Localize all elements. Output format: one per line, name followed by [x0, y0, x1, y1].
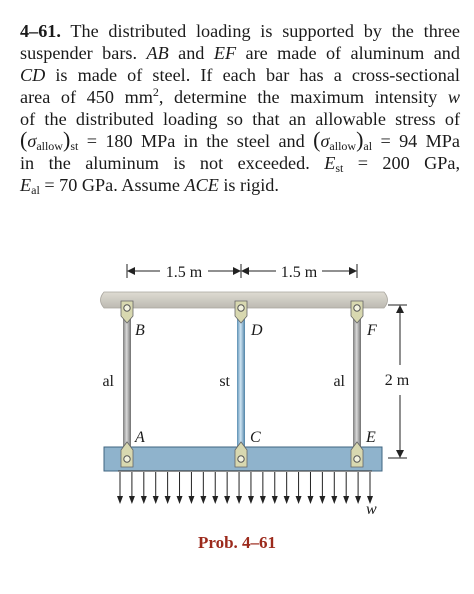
- problem-line-6: (σallow)st = 180 MPa in the steel and (σ…: [20, 127, 460, 153]
- vertical-dimension: 2 m: [385, 304, 410, 459]
- beam-clevis-A: [120, 441, 134, 468]
- load-arrow-head-icon: [224, 496, 231, 504]
- pin-F-icon: [353, 304, 361, 312]
- problem-statement: 4–61. The distributed loading is support…: [20, 20, 460, 196]
- dim-label-right: 1.5 m: [281, 264, 318, 281]
- dim-label-left: 1.5 m: [166, 264, 203, 281]
- problem-line-7: in the aluminum is not exceeded. Est = 2…: [20, 153, 460, 175]
- label-left-bar-material: al: [102, 373, 114, 390]
- label-B: B: [135, 322, 145, 339]
- load-arrow-head-icon: [236, 496, 243, 504]
- load-arrow-head-icon: [259, 496, 266, 504]
- beam-pin-E-icon: [353, 455, 361, 463]
- load-arrow-head-icon: [164, 496, 171, 504]
- label-load-w: w: [366, 501, 377, 518]
- load-arrow-head-icon: [212, 496, 219, 504]
- pin-D-icon: [237, 304, 245, 312]
- problem-line-2: suspender bars. AB and EF are made of al…: [20, 43, 460, 63]
- load-arrow-head-icon: [355, 496, 362, 504]
- label-F: F: [366, 322, 377, 339]
- bar-AB-rod: [123, 311, 131, 449]
- vdim-label: 2 m: [385, 372, 410, 389]
- load-arrow-head-icon: [331, 496, 338, 504]
- load-arrow-head-icon: [319, 496, 326, 504]
- label-C: C: [250, 429, 261, 446]
- clevis-F: [350, 300, 364, 324]
- label-D: D: [250, 322, 263, 339]
- load-arrow-head-icon: [200, 496, 207, 504]
- ceiling-support: [100, 291, 388, 309]
- bar-CD-rod: [237, 311, 245, 449]
- clevis-D: [234, 300, 248, 324]
- load-arrow-head-icon: [117, 496, 123, 504]
- beam-clevis-E: [350, 441, 364, 468]
- label-A: A: [134, 429, 145, 446]
- load-arrow-head-icon: [367, 496, 373, 504]
- distributed-load: [117, 470, 373, 504]
- label-E: E: [365, 429, 376, 446]
- pin-B-icon: [123, 304, 131, 312]
- problem-line-5: of the distributed loading so that an al…: [20, 109, 460, 129]
- beam-pin-A-icon: [123, 455, 131, 463]
- label-middle-bar-material: st: [219, 373, 230, 390]
- problem-line-1: 4–61. The distributed loading is support…: [20, 21, 461, 41]
- load-arrow-head-icon: [176, 496, 183, 504]
- load-arrow-head-icon: [295, 496, 302, 504]
- load-arrow-head-icon: [140, 496, 147, 504]
- problem-line-3: CD is made of steel. If each bar has a c…: [20, 65, 460, 85]
- clevis-B: [120, 300, 134, 324]
- load-arrow-head-icon: [283, 496, 290, 504]
- beam-clevis-C: [234, 441, 248, 468]
- load-arrow-head-icon: [128, 496, 135, 504]
- problem-line-4: area of 450 mm2, determine the maximum i…: [20, 85, 460, 107]
- load-arrow-head-icon: [271, 496, 278, 504]
- problem-line-8: Eal = 70 GPa. Assume ACE is rigid.: [20, 175, 279, 197]
- load-arrow-head-icon: [307, 496, 314, 504]
- bar-EF-rod: [353, 311, 361, 449]
- load-arrow-head-icon: [343, 496, 350, 504]
- problem-number: 4–61.: [20, 21, 61, 41]
- label-right-bar-material: al: [333, 373, 345, 390]
- beam-pin-C-icon: [237, 455, 245, 463]
- load-arrow-head-icon: [247, 496, 254, 504]
- horizontal-dimension: 1.5 m 1.5 m: [126, 264, 358, 281]
- load-arrow-head-icon: [152, 496, 159, 504]
- load-arrow-head-icon: [188, 496, 195, 504]
- figure-caption: Prob. 4–61: [197, 533, 277, 552]
